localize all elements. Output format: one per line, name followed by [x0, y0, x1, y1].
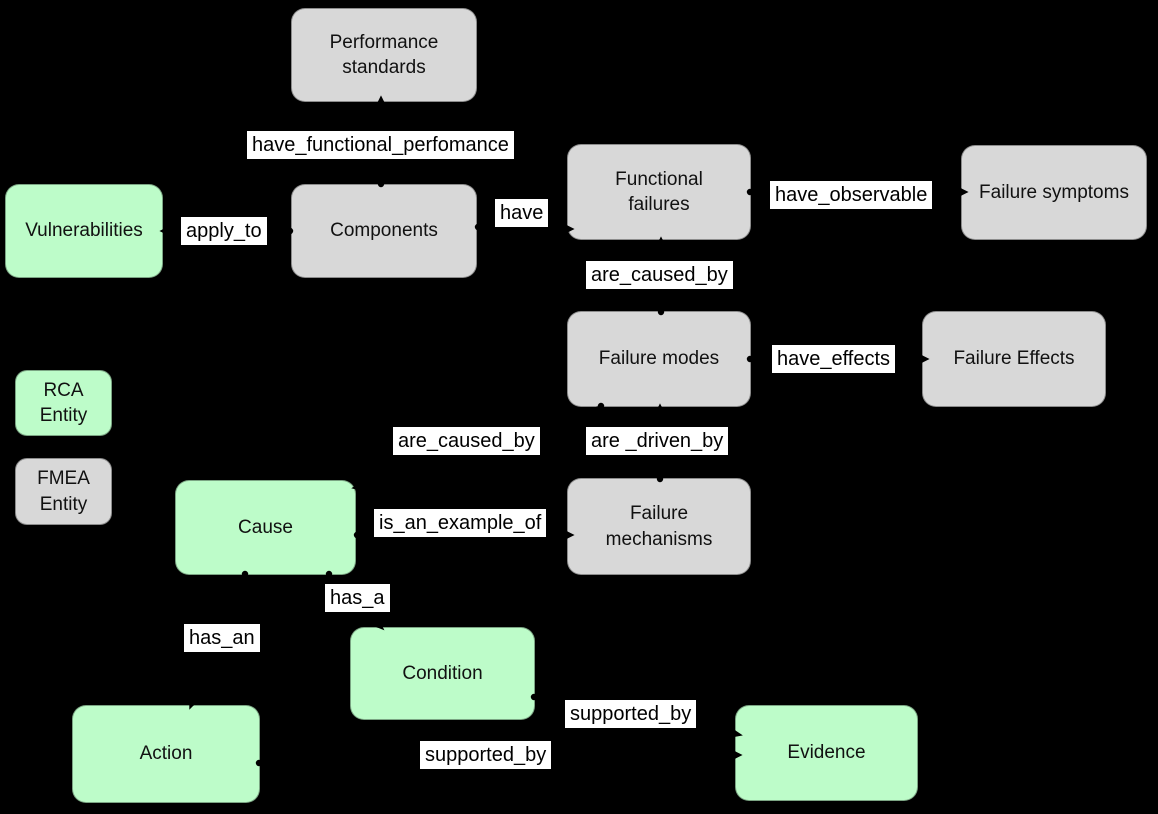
node-evidence: Evidence — [735, 705, 918, 801]
node-vulnerabilities: Vulnerabilities — [5, 184, 163, 278]
node-components: Components — [291, 184, 477, 278]
edge-label-have-effects: have_effects — [772, 345, 896, 373]
edge-label-have-functional-perfomance: have_functional_perfomance — [247, 131, 514, 159]
edge-label-is-an-example-of: is_an_example_of — [374, 509, 547, 537]
edge-label-are-caused-by-top: are_caused_by — [586, 261, 733, 289]
node-failure-mechanisms: Failure mechanisms — [567, 478, 751, 575]
node-functional-failures: Functional failures — [567, 144, 751, 240]
edge-label-have-observable: have_observable — [770, 181, 933, 209]
legend-rca-entity: RCA Entity — [15, 370, 112, 436]
node-failure-symptoms: Failure symptoms — [961, 145, 1147, 240]
node-cause: Cause — [175, 480, 356, 575]
edge-label-are-caused-by-left: are_caused_by — [393, 427, 540, 455]
edge-label-apply-to: apply_to — [181, 217, 267, 245]
node-failure-effects: Failure Effects — [922, 311, 1106, 407]
edge-label-has-an: has_an — [184, 624, 260, 652]
edge-label-are-driven-by: are _driven_by — [586, 427, 729, 455]
node-condition: Condition — [350, 627, 535, 720]
node-performance-standards: Performance standards — [291, 8, 477, 102]
node-action: Action — [72, 705, 260, 803]
edge-label-have: have — [495, 199, 549, 227]
node-failure-modes: Failure modes — [567, 311, 751, 407]
edge-label-has-a: has_a — [325, 584, 390, 612]
edge-label-supported-by-bottom: supported_by — [420, 741, 552, 769]
legend-fmea-entity: FMEA Entity — [15, 458, 112, 525]
edge-label-supported-by-right: supported_by — [565, 700, 697, 728]
